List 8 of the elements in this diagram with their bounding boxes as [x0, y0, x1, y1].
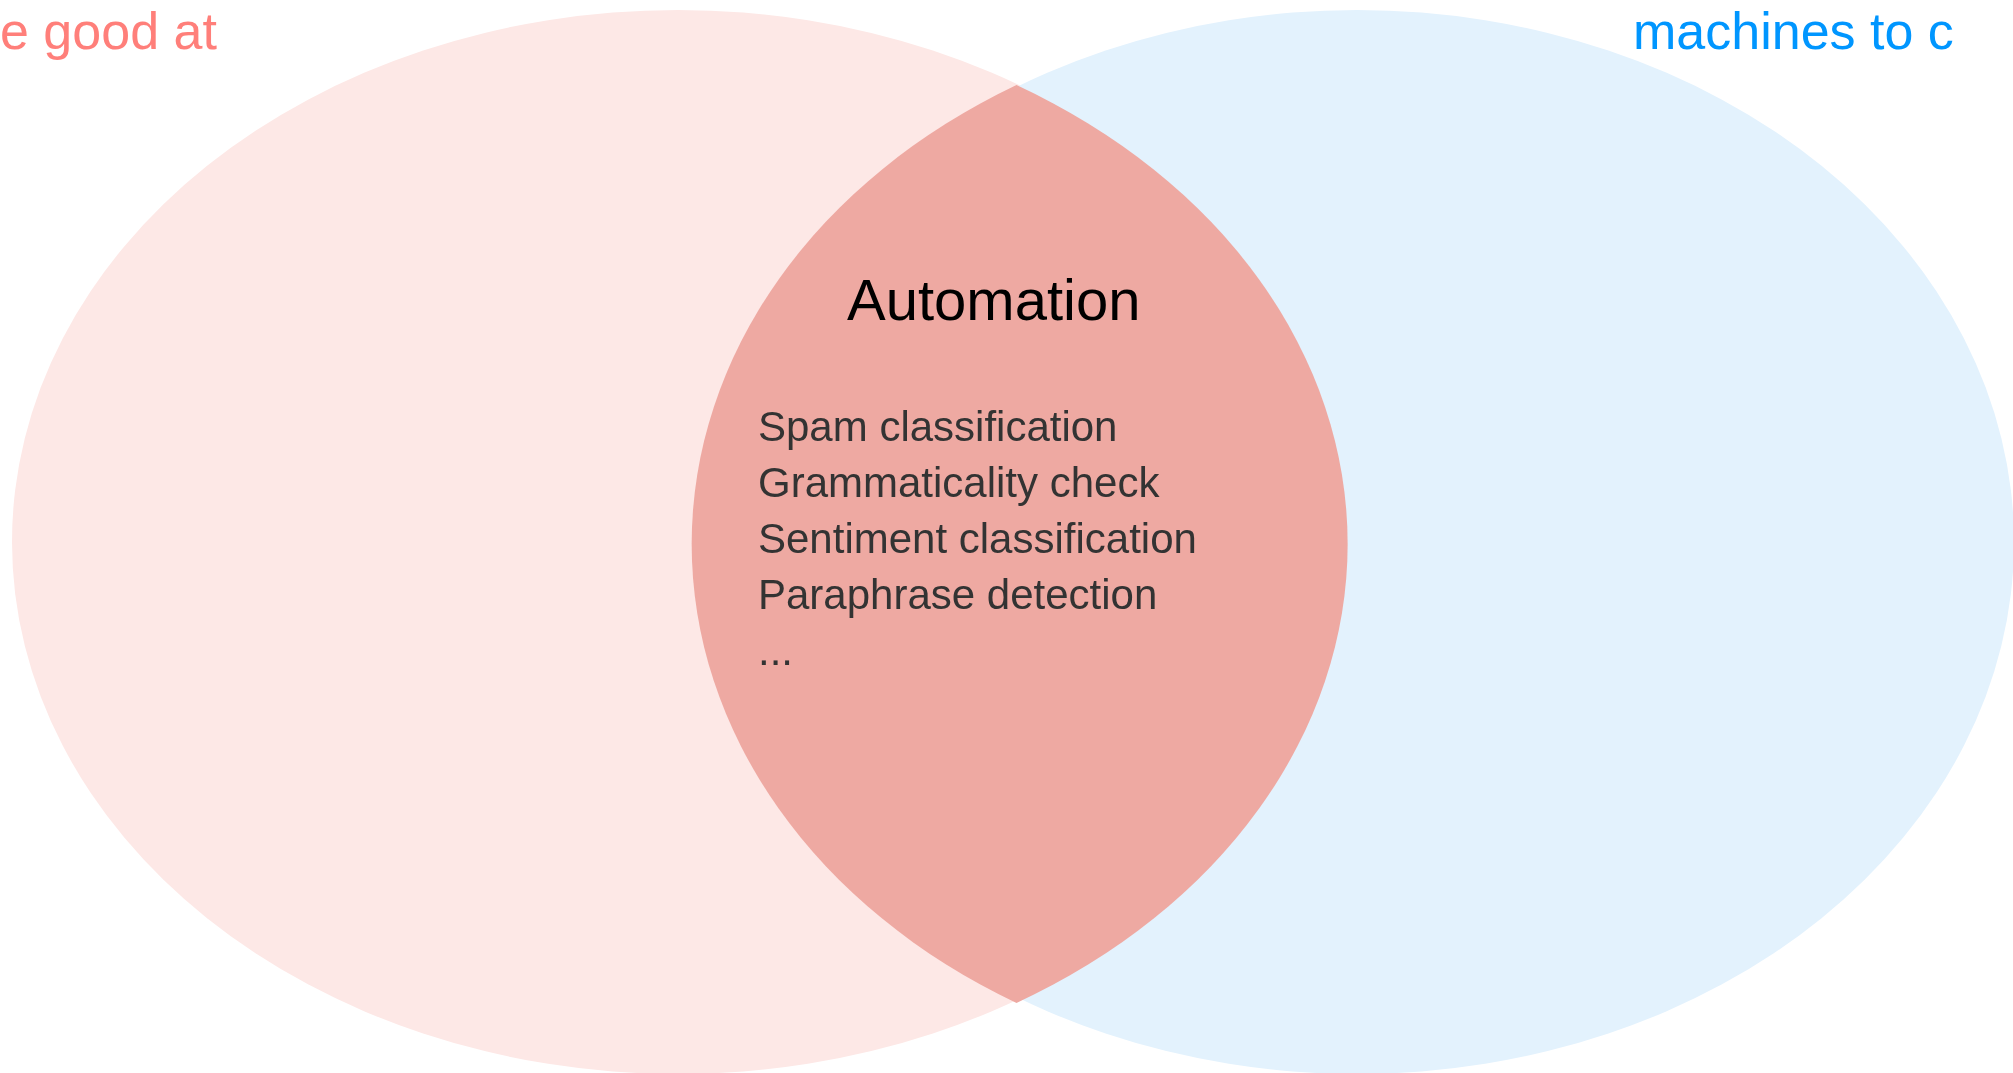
list-item: Sentiment classification — [758, 515, 1197, 564]
list-item: ... — [758, 627, 793, 676]
set-heading: e good at — [0, 2, 217, 62]
list-item: Grammaticality check — [758, 459, 1160, 508]
region-title: Automation — [847, 267, 1141, 334]
list-item: Paraphrase detection — [758, 571, 1158, 620]
list-item: Spam classification — [758, 403, 1118, 452]
set-heading: machines to c — [1633, 2, 1954, 62]
